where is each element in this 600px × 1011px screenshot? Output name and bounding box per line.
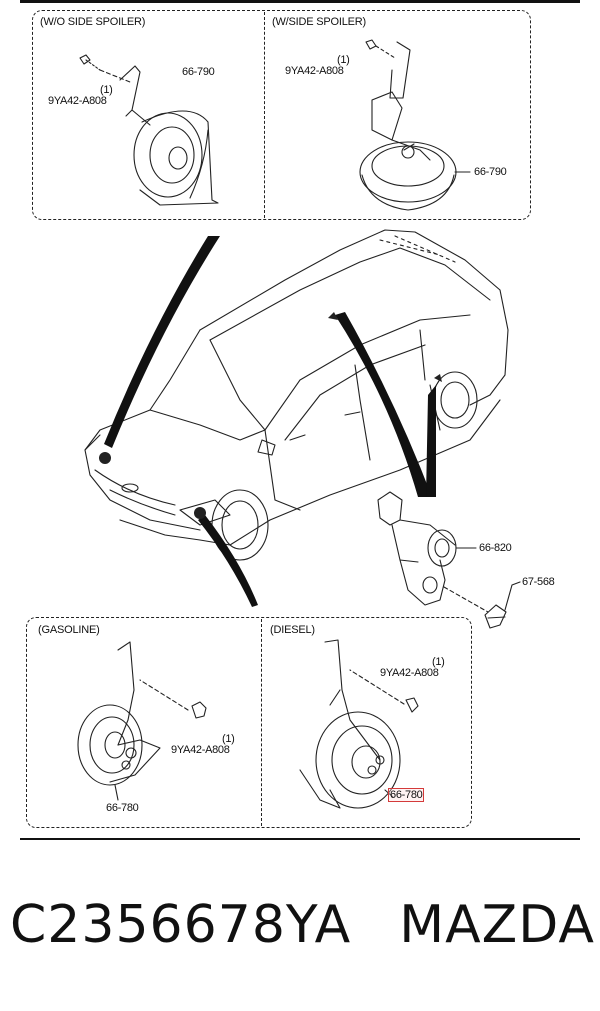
bolt-code-label: 9YA42-A808: [285, 65, 344, 77]
bolt-qty-label: (1): [432, 656, 445, 668]
brand-name: MAZDA: [399, 895, 595, 955]
location-markers: [99, 312, 442, 519]
panel-top-divider: [264, 12, 265, 218]
highlighted-horn-part-label: 66-780: [387, 788, 425, 802]
horn-w-spoiler-drawing: [359, 39, 471, 211]
panel-bottom: [26, 617, 472, 828]
top-rule: [20, 0, 580, 3]
bolt-qty-label: (1): [222, 733, 235, 745]
horn-part-label: 66-790: [182, 66, 215, 78]
location-pointers: [104, 236, 440, 607]
horn-gasoline-drawing: [77, 641, 207, 801]
bolt-code-label: 9YA42-A808: [380, 667, 439, 679]
bolt-qty-label: (1): [337, 54, 350, 66]
panel-bottom-divider: [261, 619, 262, 826]
bolt-qty-label: (1): [100, 84, 113, 96]
panel-title-gasoline: (GASOLINE): [38, 624, 100, 636]
horn-part-label: 66-780: [106, 802, 139, 814]
panel-title-wo-side-spoiler: (W/O SIDE SPOILER): [40, 16, 146, 28]
sensor-part-label: 66-820: [479, 542, 512, 554]
horn-part-label: 66-790: [474, 166, 507, 178]
bolt-code-label: 9YA42-A808: [48, 95, 107, 107]
car-outline-drawing: [84, 229, 509, 561]
horn-wo-spoiler-drawing: [79, 54, 219, 206]
bolt-code-label: 9YA42-A808: [171, 744, 230, 756]
screw-part-label: 67-568: [522, 576, 555, 588]
panel-title-w-side-spoiler: (W/SIDE SPOILER): [272, 16, 366, 28]
panel-top: [32, 10, 531, 220]
horn-diesel-drawing: [299, 639, 419, 809]
bottom-rule: [20, 838, 580, 840]
sensor-drawing: [377, 491, 521, 629]
part-caption: C2356678YA MAZDA: [10, 895, 595, 955]
part-number: C2356678YA: [10, 895, 352, 955]
panel-title-diesel: (DIESEL): [270, 624, 315, 636]
